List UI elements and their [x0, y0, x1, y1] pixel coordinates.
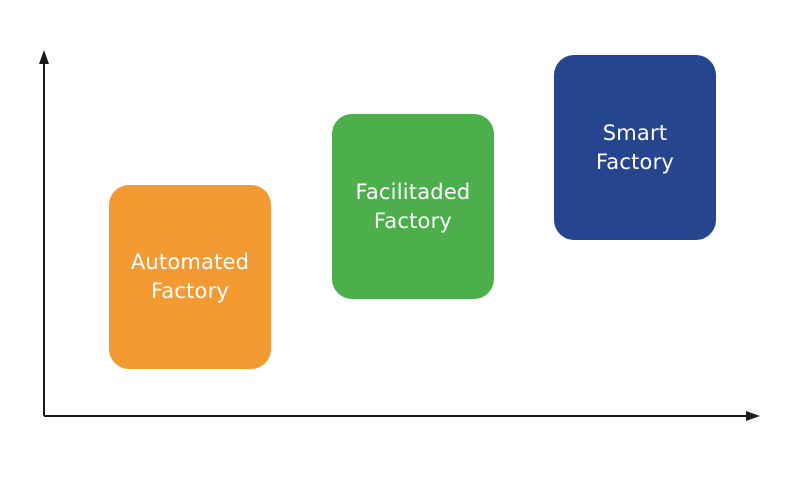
automated-factory-label: Automated Factory: [130, 250, 250, 303]
facilitated-factory-label: Facilitaded Factory: [355, 179, 471, 233]
automated-factory-box: Automated Factory: [109, 185, 271, 369]
smart-factory-box: Smart Factory: [554, 55, 716, 240]
smart-factory-label: Smart Factory: [595, 120, 675, 174]
facilitated-factory-box: Facilitaded Factory: [332, 114, 494, 299]
x-axis-arrow-icon: [746, 411, 760, 421]
y-axis-arrow-icon: [39, 50, 49, 64]
